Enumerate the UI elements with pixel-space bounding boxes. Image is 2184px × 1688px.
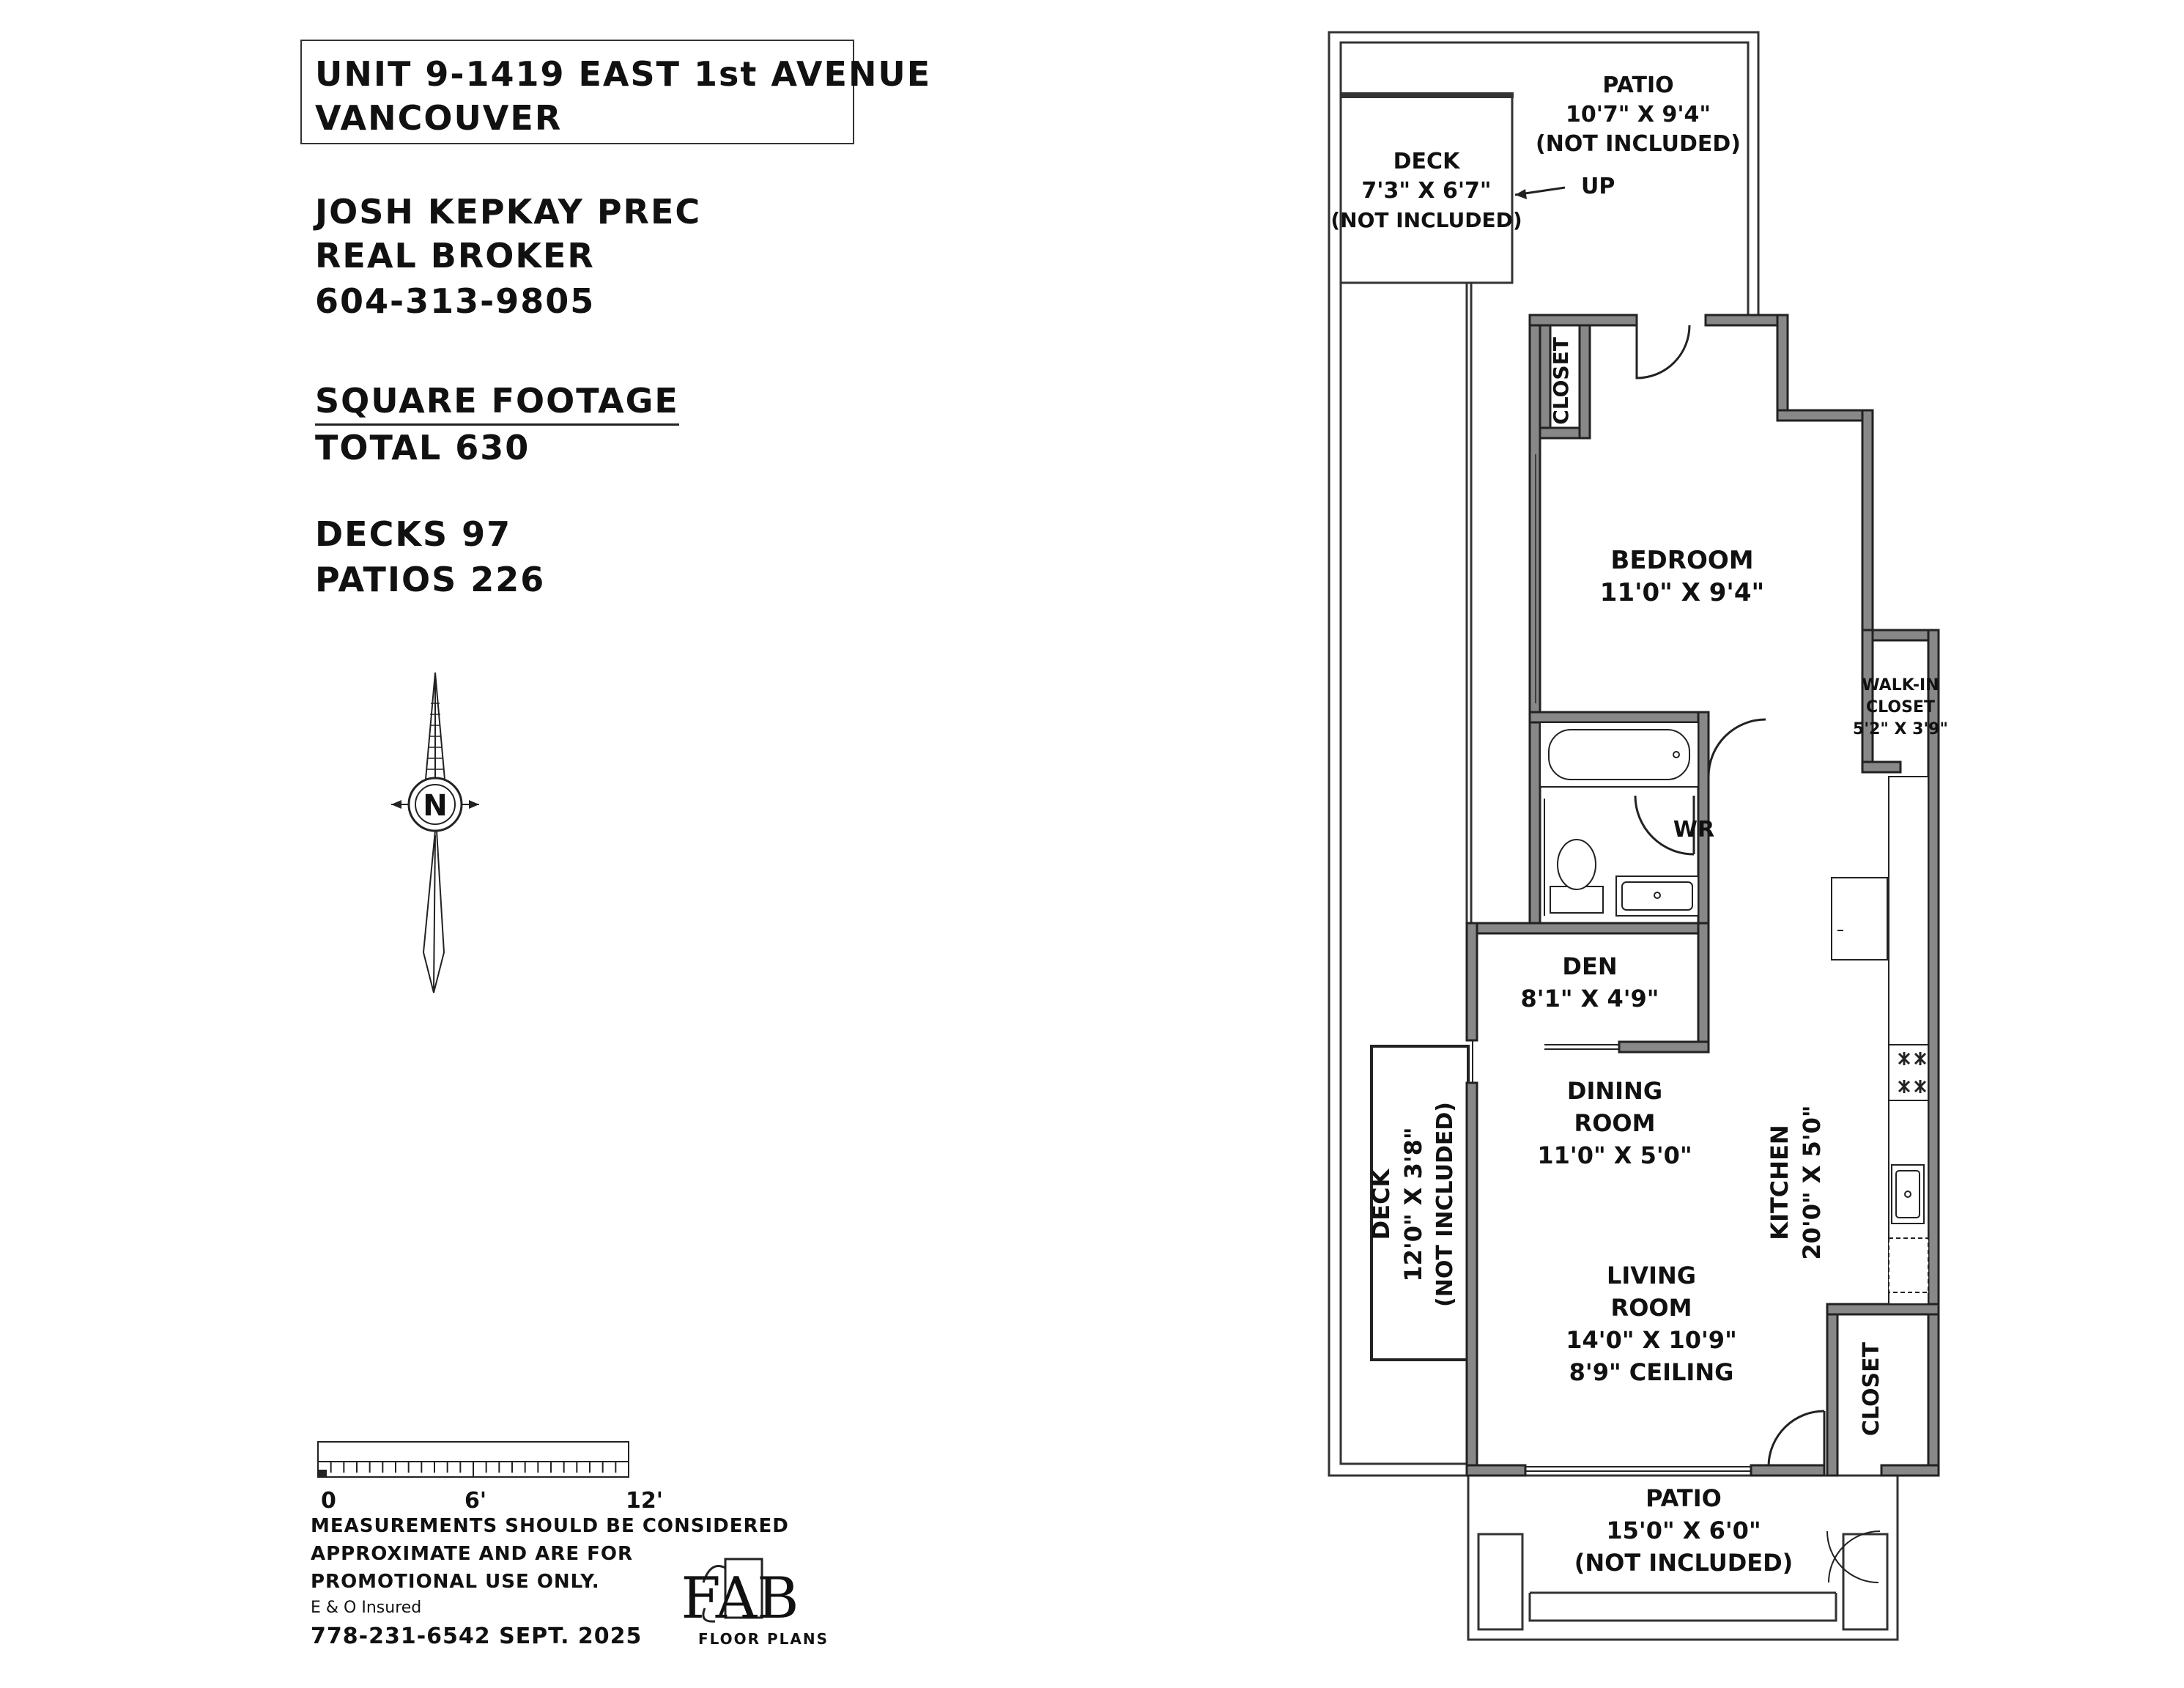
- stove-burners-icon: [1898, 1052, 1927, 1093]
- living-dims: 14'0" X 10'9": [1566, 1326, 1736, 1354]
- walkin-name-1: WALK-IN: [1862, 676, 1939, 695]
- compass-letter: N: [423, 789, 447, 823]
- agent-name: JOSH KEPKAY PREC: [315, 192, 702, 232]
- living-name-1: LIVING: [1607, 1262, 1696, 1289]
- logo-mark: FAB: [681, 1566, 799, 1632]
- square-footage-heading: SQUARE FOOTAGE: [315, 381, 679, 426]
- scale-label-0: 0: [321, 1488, 336, 1514]
- living-ceiling: 8'9" CEILING: [1569, 1358, 1734, 1386]
- patio-top-note: (NOT INCLUDED): [1536, 131, 1741, 157]
- kitchen-fixtures: [1831, 776, 1929, 1305]
- up-label: UP: [1581, 174, 1615, 199]
- patio-top-dims: 10'7" X 9'4": [1566, 102, 1711, 127]
- dining-dims: 11'0" X 5'0": [1537, 1141, 1692, 1169]
- deck-side-dims: 12'0" X 3'8": [1399, 1127, 1427, 1281]
- address-line-2: VANCOUVER: [315, 98, 563, 138]
- dining-name-2: ROOM: [1574, 1109, 1656, 1137]
- wr-label: WR: [1673, 817, 1714, 843]
- living-name-2: ROOM: [1611, 1294, 1692, 1322]
- patio-top-name: PATIO: [1602, 73, 1673, 98]
- walkin-name-2: CLOSET: [1866, 698, 1935, 717]
- agent-brokerage: REAL BROKER: [315, 236, 595, 275]
- bedroom-name: BEDROOM: [1610, 546, 1753, 575]
- north-arrow-icon: N: [391, 672, 479, 993]
- patio-bottom-dims: 15'0" X 6'0": [1606, 1517, 1761, 1544]
- disclaimer-line-2: APPROXIMATE AND ARE FOR: [311, 1543, 634, 1565]
- disclaimer-line-1: MEASUREMENTS SHOULD BE CONSIDERED: [311, 1515, 789, 1537]
- title-box: [300, 40, 854, 144]
- kitchen-dims: 20'0" X 5'0": [1798, 1105, 1826, 1259]
- address-line-1: UNIT 9-1419 EAST 1st AVENUE: [315, 54, 932, 94]
- scale-label-6: 6': [464, 1488, 486, 1514]
- deck-top-note: (NOT INCLUDED): [1330, 208, 1522, 232]
- scale-label-12: 12': [626, 1488, 663, 1514]
- kitchen-name: KITCHEN: [1766, 1125, 1794, 1240]
- den-name: DEN: [1562, 952, 1617, 980]
- side-deck-outline: [1370, 1045, 1470, 1361]
- bottom-patio-outline: [1467, 1474, 1899, 1641]
- dining-name-1: DINING: [1567, 1077, 1662, 1105]
- bedroom-dims: 11'0" X 9'4": [1600, 578, 1764, 607]
- den-dims: 8'1" X 4'9": [1521, 985, 1659, 1013]
- disclaimer-line-5: 778-231-6542 SEPT. 2025: [311, 1624, 643, 1649]
- logo-sub: FLOOR PLANS: [698, 1630, 829, 1648]
- closet-top-label: CLOSET: [1549, 337, 1573, 425]
- disclaimer-line-3: PROMOTIONAL USE ONLY.: [311, 1571, 600, 1593]
- square-footage-decks: DECKS 97: [315, 514, 512, 554]
- bath-fixtures: [1539, 722, 1699, 917]
- stairs-up-arrow: [1514, 186, 1566, 199]
- agent-phone: 604-313-9805: [315, 281, 596, 321]
- walls: [1465, 314, 1940, 1477]
- deck-side-name: DECK: [1367, 1168, 1395, 1240]
- square-footage-patios: PATIOS 226: [315, 560, 546, 599]
- patio-bottom-note: (NOT INCLUDED): [1574, 1549, 1794, 1577]
- patio-bottom-name: PATIO: [1646, 1484, 1722, 1512]
- scale-bar: 0 6' 12': [317, 1441, 663, 1514]
- square-footage-total: TOTAL 630: [315, 428, 530, 467]
- fab-logo: FAB FLOOR PLANS: [681, 1558, 829, 1648]
- deck-top-name: DECK: [1393, 149, 1461, 174]
- closet-bottom-label: CLOSET: [1859, 1341, 1884, 1436]
- patio-outline: [1328, 31, 1760, 1477]
- doors: [1472, 325, 1881, 1583]
- disclaimer-line-4: E & O Insured: [311, 1599, 422, 1617]
- deck-side-note: (NOT INCLUDED): [1432, 1102, 1458, 1307]
- deck-top-dims: 7'3" X 6'7": [1361, 178, 1491, 204]
- walkin-dims: 5'2" X 3'9": [1853, 720, 1948, 738]
